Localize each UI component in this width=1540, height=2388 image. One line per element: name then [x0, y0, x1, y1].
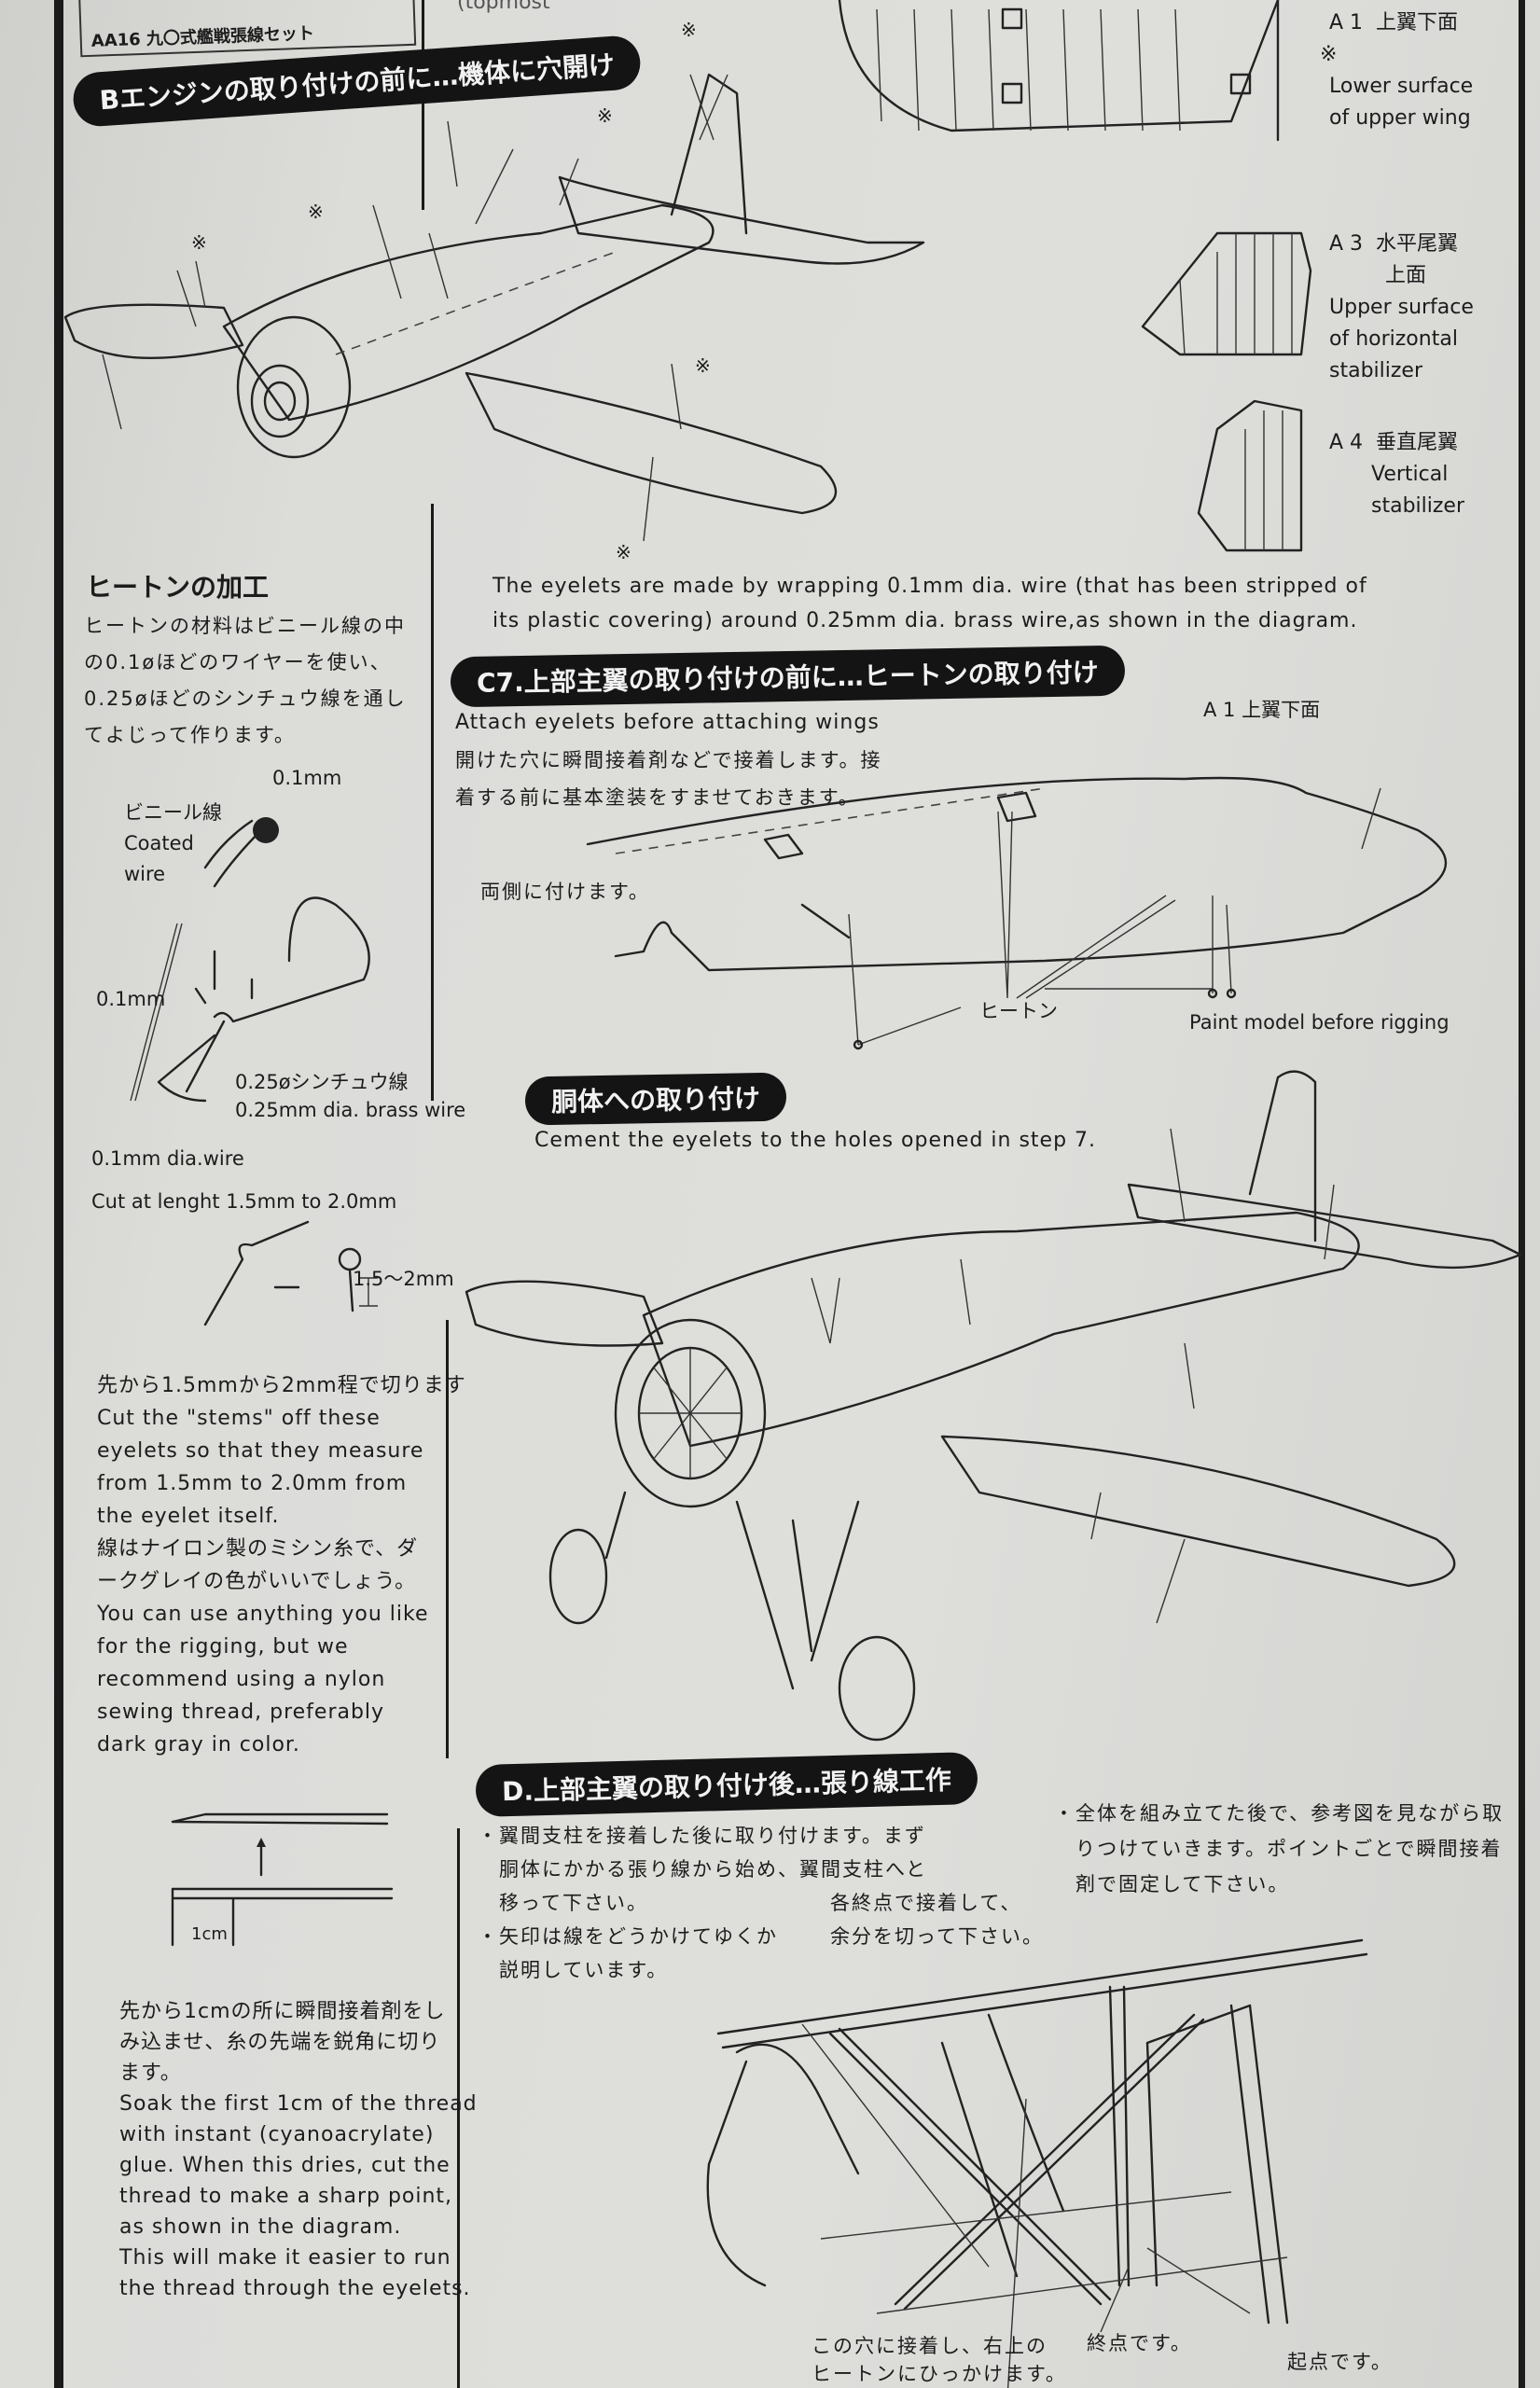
- paint-note: Paint model before rigging: [1189, 1011, 1450, 1034]
- fuselage-attach-text: Cement the eyelets to the holes opened i…: [534, 1129, 1097, 1152]
- left-border: [54, 0, 63, 2388]
- hole-mark: ※: [308, 201, 324, 223]
- horizontal-stabilizer-diagram: [1141, 231, 1312, 356]
- section-d-title: D.上部主翼の取り付け後…張り線工作: [501, 1764, 952, 1808]
- column-divider: [422, 0, 424, 210]
- eyelet-twisting-diagram: [130, 817, 370, 1103]
- eyelet-making-title: ヒートンの加工: [86, 572, 270, 603]
- thread-tip-diagram: [171, 1812, 394, 1947]
- biplane-eyelets-diagram: [465, 1070, 1522, 1742]
- top-wire-label: 0.1mm: [272, 767, 342, 789]
- thread-instructions: 先から1cmの所に瞬間接着剤をしみ込ませ、糸の先端を鋭角に切ります。Soak t…: [119, 2000, 478, 2300]
- column-divider: [446, 1320, 449, 1758]
- c7-part-label: A 1 上翼下面: [1203, 699, 1321, 721]
- c7-instruction-jp: 開けた穴に瞬間接着剤などで接着します。接着する前に基本塗装をすませておきます。: [455, 749, 882, 809]
- left-wire-label: 0.1mm: [96, 988, 166, 1010]
- hole-mark: ※: [695, 354, 711, 377]
- hole-callout: この穴に接着し、右上のヒートンにひっかけます。: [812, 2335, 1067, 2385]
- biplane-drilling-diagram: [63, 73, 925, 542]
- section-d-middle-text: 各終点で接着して、余分を切って下さい。: [830, 1892, 1044, 1948]
- section-d-right-text: ・全体を組み立てた後で、参考図を見ながら取 りつけていきます。ポイントごとで瞬間…: [1054, 1802, 1505, 1895]
- top-partial-text: (topmost: [457, 0, 550, 14]
- hole-mark: ※: [616, 541, 631, 563]
- c7-instruction-en: Attach eyelets before attaching wings: [455, 711, 880, 734]
- rigging-diagram: [706, 1938, 1368, 2388]
- vertical-stabilizer-diagram: [1197, 399, 1303, 552]
- cut-length-label: Cut at lenght 1.5mm to 2.0mm: [91, 1190, 397, 1213]
- both-sides-label: 両側に付けます。: [480, 881, 650, 903]
- measure-label: 1.5〜2mm: [353, 1268, 454, 1290]
- hole-mark: ※: [597, 104, 613, 127]
- upper-wing-underside-diagram: [838, 0, 1280, 142]
- right-border: [1519, 0, 1525, 2388]
- eyelet-callout: ヒートン: [979, 1000, 1058, 1022]
- dia-wire-label: 0.1mm dia.wire: [91, 1147, 244, 1170]
- end-point-callout: 終点です。: [1087, 2332, 1192, 2354]
- section-d-left-text: ・翼間支柱を接着した後に取り付けます。まず 胴体にかかる張り線から始め、翼間支柱…: [478, 1825, 927, 1981]
- hole-mark: ※: [681, 19, 697, 41]
- column-divider: [431, 504, 434, 1101]
- eyelet-note: The eyelets are made by wrapping 0.1mm d…: [493, 575, 1367, 632]
- eyelet-cut-diagram: [203, 1220, 378, 1326]
- eyelet-making-text: ヒートンの材料はビニール線の中の0.1øほどのワイヤーを使い、0.25øほどのシ…: [84, 615, 407, 746]
- column-divider: [457, 1828, 460, 2388]
- section-c7-title: C7.上部主翼の取り付けの前に…ヒートンの取り付け: [476, 657, 1099, 699]
- hole-mark: ※: [191, 231, 207, 254]
- thread-1cm-label: 1cm: [191, 1924, 228, 1944]
- start-point-callout: 起点です。: [1287, 2351, 1393, 2373]
- upper-wing-eyelet-diagram: [586, 776, 1447, 1050]
